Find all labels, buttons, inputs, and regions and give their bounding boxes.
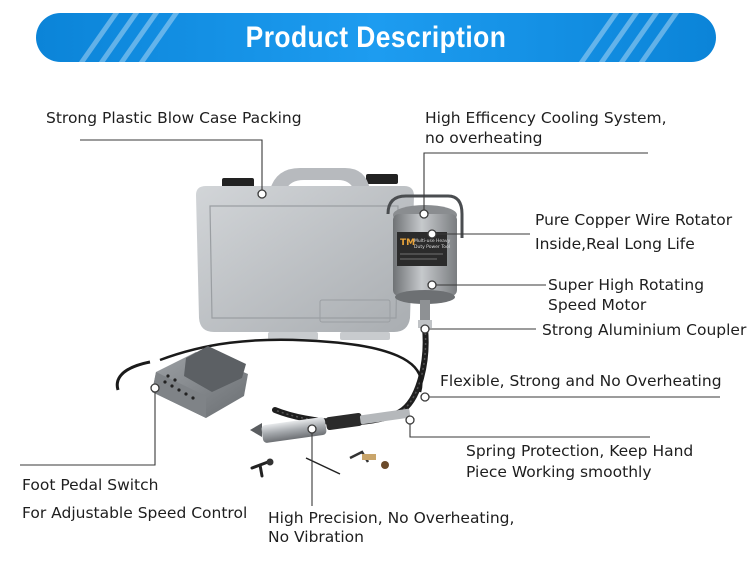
motor-label-line1: Multi-use Heavy — [414, 238, 451, 244]
leader-lines — [20, 139, 720, 506]
callout-motor-line1: Super High Rotating — [548, 276, 705, 294]
motor-label-line2: Duty Power Tool — [414, 244, 450, 250]
callout-pedal-line1: Foot Pedal Switch — [22, 476, 159, 494]
leader-dots — [150, 189, 437, 434]
callout-precision-line2: No Vibration — [268, 528, 364, 546]
callout-coupler: Strong Aluminium Coupler — [542, 321, 747, 339]
callout-case: Strong Plastic Blow Case Packing — [46, 109, 302, 127]
callout-cooling-line2: no overheating — [425, 129, 543, 147]
foot-pedal — [152, 346, 248, 418]
callout-copper-line1: Pure Copper Wire Rotator — [535, 211, 733, 229]
title-banner: Product Description — [36, 13, 716, 62]
motor-brand: TM — [400, 238, 415, 248]
callout-spring-line2: Piece Working smoothly — [466, 463, 652, 481]
callout-cooling-line1: High Efficency Cooling System, — [425, 109, 667, 127]
carry-case — [196, 168, 414, 340]
callout-copper-line2: Inside,Real Long Life — [535, 235, 695, 253]
callout-flexible: Flexible, Strong and No Overheating — [440, 372, 722, 390]
callout-pedal-line2: For Adjustable Speed Control — [22, 504, 248, 522]
callout-precision-line1: High Precision, No Overheating, — [268, 509, 515, 527]
handpiece — [250, 408, 411, 443]
callout-spring-line1: Spring Protection, Keep Hand — [466, 442, 694, 460]
page-title: Product Description — [245, 21, 507, 54]
callout-motor-line2: Speed Motor — [548, 296, 647, 314]
accessories — [250, 450, 389, 478]
